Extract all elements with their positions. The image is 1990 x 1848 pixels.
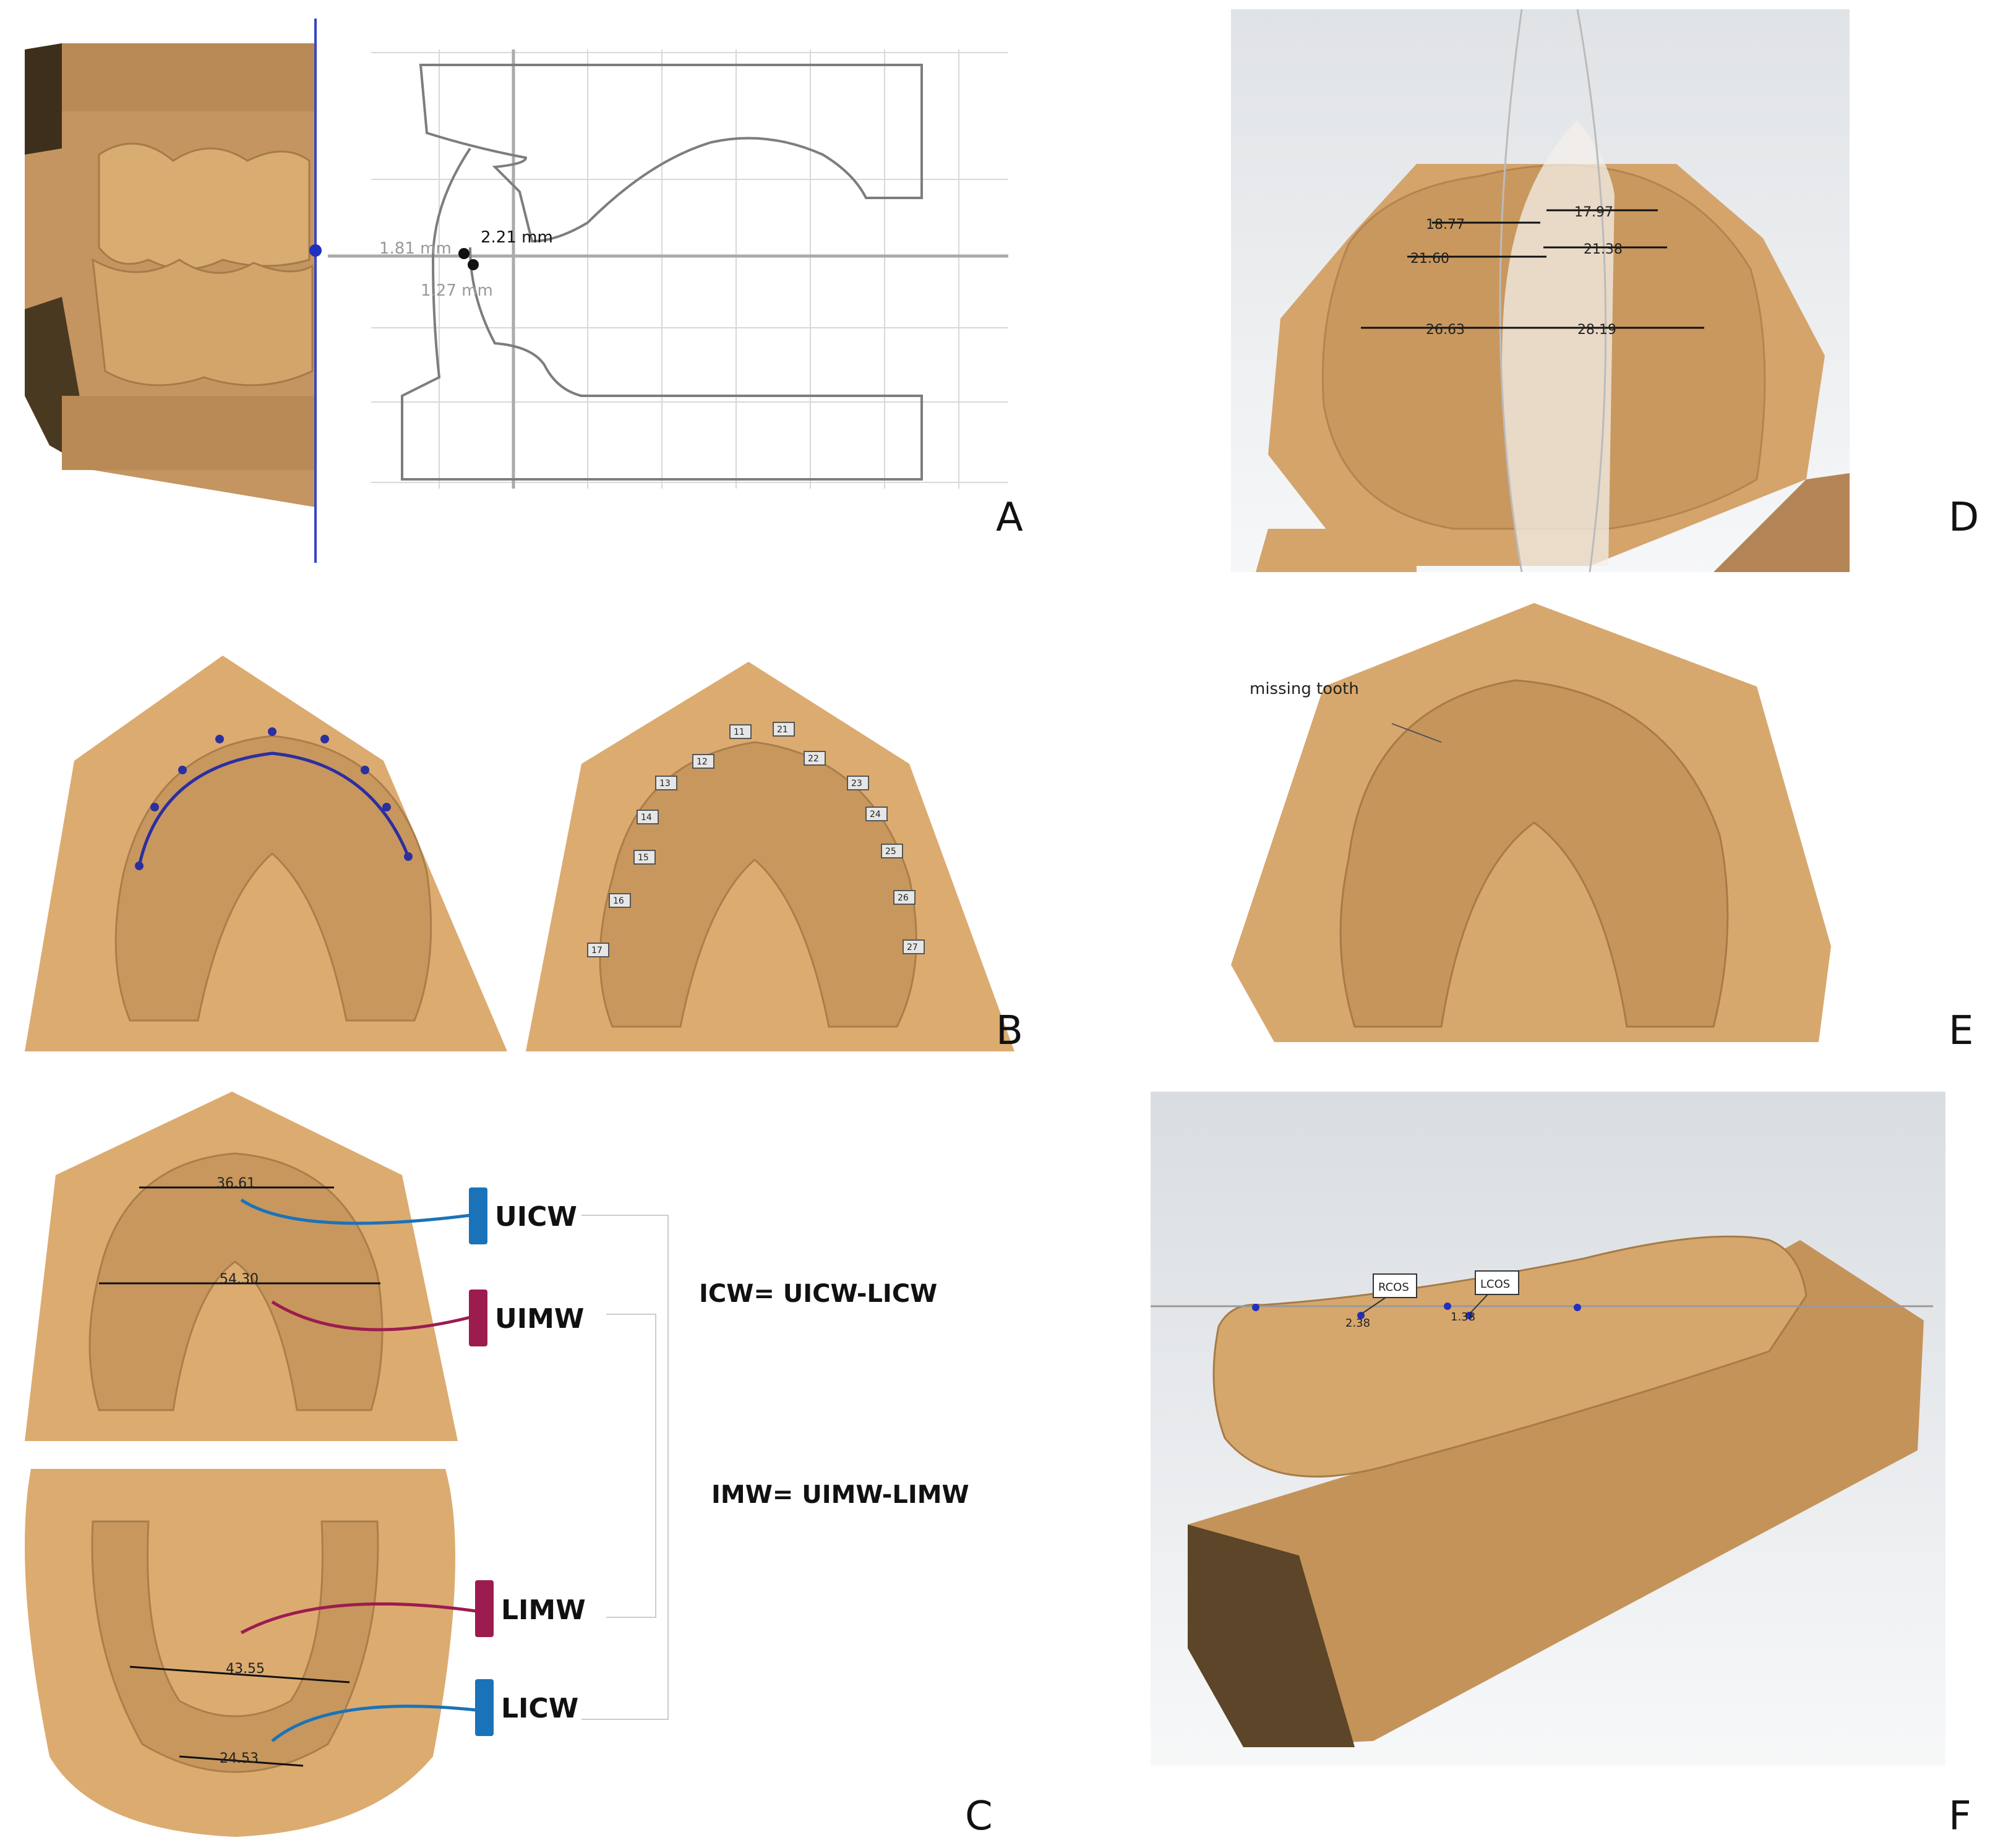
- panel-label-b: B: [996, 1008, 1023, 1054]
- panel-label-a: A: [996, 495, 1023, 541]
- tag-bar-uimw: [469, 1290, 487, 1346]
- panel-d-graphic: 18.77 17.97 21.60 21.38 26.63 28.19: [1231, 9, 1850, 572]
- formula-icw: ICW= UICW-LICW: [699, 1280, 937, 1308]
- tooth-17: 17: [591, 946, 603, 956]
- measure-221: 2.21 mm: [481, 228, 553, 247]
- tooth-15: 15: [638, 853, 649, 863]
- rcos-label: RCOS: [1378, 1281, 1409, 1294]
- tooth-24: 24: [870, 810, 881, 819]
- arch-line: [137, 751, 410, 866]
- model-f-base: [1188, 1240, 1924, 1747]
- mid-plane: [1502, 121, 1615, 566]
- measure-d-1797: 17.97: [1574, 205, 1613, 220]
- panel-label-f: F: [1949, 1794, 1971, 1839]
- tooth-25: 25: [885, 847, 896, 857]
- panel-f-graphic: RCOS LCOS 2.38 1.38: [1151, 1092, 1945, 1766]
- measure-d-2819: 28.19: [1577, 322, 1616, 338]
- tooth-14: 14: [641, 813, 652, 823]
- panel-e-graphic: missing tooth: [1231, 603, 1831, 1042]
- section-outline-lower: [401, 147, 923, 481]
- measure-d-2663: 26.63: [1426, 322, 1465, 338]
- panel-b: 11 12 13 14 15 16 17 21 22 23 24 25 26 2…: [0, 649, 1052, 1070]
- tooth-21: 21: [777, 725, 788, 735]
- panel-f: RCOS LCOS 2.38 1.38: [1151, 1092, 1945, 1766]
- tooth-13: 13: [659, 779, 671, 789]
- measure-c-3661: 36.61: [217, 1176, 255, 1191]
- model-base-dark-face: [25, 43, 62, 155]
- formula-imw: IMW= UIMW-LIMW: [711, 1481, 969, 1509]
- measure-c-4355: 43.55: [226, 1661, 265, 1677]
- tag-uicw: UICW: [495, 1201, 577, 1233]
- section-outline-upper: [419, 64, 923, 243]
- plane-point: [309, 244, 322, 257]
- tooth-23: 23: [851, 779, 862, 789]
- measure-c-5430: 54.30: [220, 1272, 259, 1287]
- measure-d-2138: 21.38: [1584, 242, 1623, 257]
- panel-a: 1.81 mm 2.21 mm 1.27 mm: [0, 0, 1052, 569]
- panel-c: 36.61 54.30 43.55 24.53 UICW UIMW LIMW L…: [0, 1089, 1052, 1848]
- measure-c-2453: 24.53: [220, 1751, 259, 1766]
- measure-181: 1.81 mm: [379, 239, 452, 258]
- panel-e: missing tooth: [1225, 600, 1843, 1045]
- missing-tooth-label: missing tooth: [1250, 680, 1359, 698]
- panel-d: 18.77 17.97 21.60 21.38 26.63 28.19: [1231, 9, 1850, 572]
- tag-bar-uicw: [469, 1187, 487, 1244]
- tag-limw: LIMW: [501, 1594, 586, 1626]
- lcos-label: LCOS: [1480, 1278, 1510, 1291]
- tooth-11: 11: [734, 727, 745, 737]
- panel-a-graphic: 1.81 mm 2.21 mm 1.27 mm: [25, 19, 1008, 563]
- tag-bar-licw: [475, 1679, 494, 1736]
- measure-point-2: [468, 259, 479, 270]
- measure-d-2160: 21.60: [1410, 251, 1449, 267]
- measure-127: 1.27 mm: [421, 281, 493, 300]
- measure-point-1: [458, 248, 470, 259]
- tooth-16: 16: [613, 896, 624, 906]
- tooth-26: 26: [898, 893, 909, 903]
- panel-label-d: D: [1949, 495, 1979, 541]
- panel-label-e: E: [1949, 1008, 1974, 1054]
- tooth-12: 12: [697, 757, 708, 767]
- tag-bar-limw: [475, 1580, 494, 1637]
- tag-uimw: UIMW: [495, 1303, 584, 1335]
- tag-licw: LICW: [501, 1693, 578, 1724]
- measure-d-1877: 18.77: [1426, 217, 1465, 233]
- model-c-lower: [25, 1469, 455, 1837]
- rcos-value: 2.38: [1345, 1317, 1370, 1330]
- lcos-value: 1.38: [1451, 1311, 1475, 1324]
- panel-label-c: C: [965, 1794, 993, 1839]
- tooth-27: 27: [907, 943, 918, 952]
- panel-b-graphic: 11 12 13 14 15 16 17 21 22 23 24 25 26 2…: [25, 656, 1014, 1051]
- tooth-22: 22: [808, 754, 819, 764]
- panel-c-graphic: 36.61 54.30 43.55 24.53 UICW UIMW LIMW L…: [25, 1092, 969, 1837]
